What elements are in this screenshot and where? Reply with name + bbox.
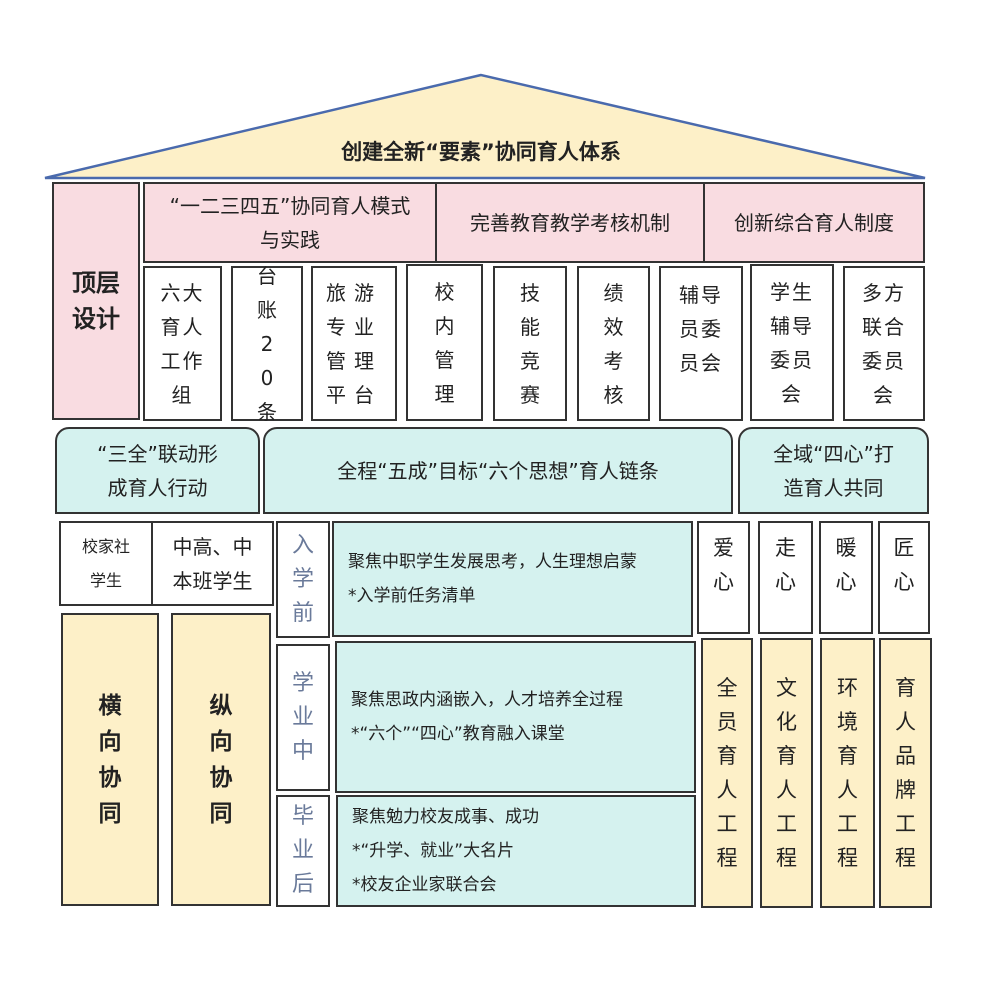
pillar: 学生辅导委员会 — [750, 264, 834, 421]
heart-text: 匠心 — [893, 536, 915, 594]
horizontal-collab: 横向协同 — [61, 613, 159, 906]
stage-before: 入学前 — [276, 521, 330, 638]
whole-process-box: 全程“五成”目标“六个思想”育人链条 — [263, 427, 733, 514]
stage-during-content: 聚焦思政内涵嵌入，人才培养全过程 *“六个”“四心”教育融入课堂 — [335, 641, 696, 793]
pillar: 多方联合委员会 — [843, 266, 925, 421]
content-line: *校友企业家联合会 — [352, 875, 497, 895]
project-box: 环境育人工程 — [820, 638, 875, 908]
heart-text: 爱心 — [713, 536, 734, 594]
pillar-text: 多方联合委员会 — [862, 280, 906, 407]
heart-text: 暖心 — [835, 536, 857, 594]
stage-after-content: 聚焦勉力校友成事、成功 *“升学、就业”大名片 *校友企业家联合会 — [336, 795, 696, 907]
content-line: 聚焦勉力校友成事、成功 — [352, 807, 539, 827]
collab-text: 横向协同 — [98, 692, 122, 827]
stage-before-content: 聚焦中职学生发展思考，人生理想启蒙 *入学前任务清单 — [332, 521, 693, 637]
pillar: 绩效考核 — [577, 266, 650, 421]
heart-box: 暖心 — [819, 521, 873, 634]
pillar-text: 六大育人工作组 — [160, 280, 205, 407]
pillar: 台账20条 — [231, 264, 303, 424]
pillar-text: 学生辅导委员会 — [770, 279, 814, 406]
middle-text: 全程“五成”目标“六个思想”育人链条 — [337, 458, 659, 483]
heart-text: 走心 — [775, 536, 796, 594]
pillar-text: 技能竞赛 — [520, 280, 540, 407]
student-text: 中高、中本班学生 — [172, 534, 253, 593]
top-design-label: 顶层设计 — [52, 182, 140, 420]
header-model: “一二三四五”协同育人模式与实践 — [143, 182, 437, 263]
project-text: 全员育人工程 — [716, 676, 738, 870]
pillar: 校内管理 — [406, 264, 483, 421]
pillar: 六大育人工作组 — [143, 266, 222, 421]
content-line: 聚焦思政内涵嵌入，人才培养全过程 — [351, 690, 623, 710]
top-design-text: 顶层设计 — [71, 269, 120, 333]
stage-label: 入学前 — [291, 532, 314, 626]
content-line: *“升学、就业”大名片 — [352, 841, 515, 861]
header-text: 创新综合育人制度 — [734, 210, 894, 235]
project-text: 文化育人工程 — [776, 676, 797, 870]
three-all-box: “三全”联动形成育人行动 — [55, 427, 260, 514]
vertical-collab: 纵向协同 — [171, 613, 271, 906]
header-text: “一二三四五”协同育人模式与实践 — [169, 193, 411, 252]
pillar-text: 台账20条 — [257, 263, 277, 424]
student-text: 校家社学生 — [81, 536, 130, 590]
student-group: 校家社学生 — [59, 521, 153, 606]
collab-text: 纵向协同 — [209, 692, 233, 827]
roof-title: 创建全新“要素”协同育人体系 — [341, 140, 621, 164]
pillar: 技能竞赛 — [493, 266, 567, 421]
project-box: 全员育人工程 — [701, 638, 753, 908]
heart-box: 匠心 — [878, 521, 930, 634]
content-line: *入学前任务清单 — [348, 586, 476, 606]
header-system: 创新综合育人制度 — [703, 182, 925, 263]
four-hearts-box: 全域“四心”打造育人共同 — [738, 427, 929, 514]
stage-label: 毕业后 — [291, 804, 314, 897]
stage-label: 学业中 — [291, 670, 314, 764]
middle-text: “三全”联动形成育人行动 — [97, 441, 218, 500]
header-assessment: 完善教育教学考核机制 — [435, 182, 705, 263]
pillar-text: 辅导员委员会 — [679, 283, 723, 375]
content-line: 聚焦中职学生发展思考，人生理想启蒙 — [348, 552, 637, 572]
pillar-text: 旅游专业管理平台 — [326, 280, 382, 407]
heart-box: 爱心 — [697, 521, 750, 634]
stage-during: 学业中 — [276, 644, 330, 791]
project-box: 育人品牌工程 — [879, 638, 932, 908]
stage-after: 毕业后 — [276, 795, 330, 907]
pillar-text: 绩效考核 — [603, 280, 624, 407]
header-text: 完善教育教学考核机制 — [470, 210, 670, 235]
roof — [44, 73, 926, 180]
project-box: 文化育人工程 — [760, 638, 813, 908]
student-group: 中高、中本班学生 — [151, 521, 274, 606]
project-text: 育人品牌工程 — [895, 676, 916, 870]
pillar: 旅游专业管理平台 — [311, 266, 397, 421]
pillar-text: 校内管理 — [434, 279, 455, 406]
project-text: 环境育人工程 — [837, 676, 858, 870]
middle-text: 全域“四心”打造育人共同 — [773, 441, 894, 500]
pillar: 辅导员委员会 — [659, 266, 743, 421]
content-line: *“六个”“四心”教育融入课堂 — [351, 724, 565, 744]
heart-box: 走心 — [758, 521, 813, 634]
